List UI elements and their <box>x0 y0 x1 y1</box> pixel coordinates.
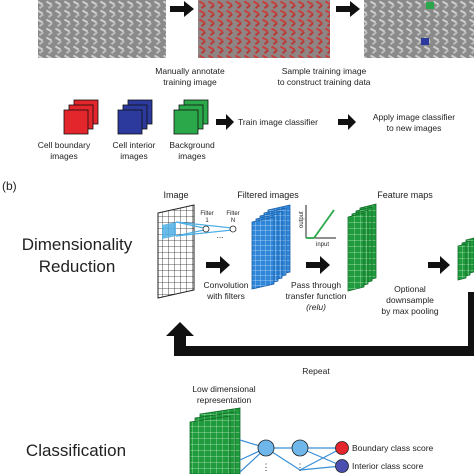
lowdim-stack <box>189 407 241 474</box>
input-image-grid <box>157 204 195 299</box>
filter-n-index: N <box>231 218 235 224</box>
boundary-score-label: Boundary class score <box>352 443 434 453</box>
receptive-field <box>162 222 176 239</box>
classification-title: Classification <box>26 441 126 460</box>
raw-microscopy-image <box>38 0 166 58</box>
label-background-1: Background <box>169 140 215 150</box>
label-cell-interior-2: images <box>120 151 147 161</box>
feature-maps-stack <box>347 203 377 292</box>
relu-output-label: output <box>299 211 305 228</box>
filter-n-label: Filter <box>226 211 239 217</box>
downsample-label-1: Optional <box>394 284 426 294</box>
image-label: Image <box>163 190 188 200</box>
network-connections <box>239 439 343 473</box>
caption-annotate-1: Manually annotate <box>155 66 225 76</box>
arrow-to-train <box>216 114 234 130</box>
relu-input-label: input <box>316 242 329 248</box>
transfer-label-2: transfer function <box>286 291 347 301</box>
arrow-to-sampled <box>336 1 360 17</box>
sampled-microscopy-image <box>364 0 474 58</box>
caption-annotate-2: training image <box>163 77 217 87</box>
hidden-node-1 <box>257 439 275 457</box>
filtered-images-stack <box>251 204 291 290</box>
downsample-label-2: downsample <box>386 295 434 305</box>
convolution-label-1: Convolution <box>204 280 249 290</box>
hidden-ellipsis-1: ⋮ <box>262 462 271 472</box>
downsample-label-3: by max pooling <box>381 306 438 316</box>
arrow-convolution <box>206 256 230 274</box>
filter-n-line-a <box>175 221 233 229</box>
step-apply-1: Apply image classifier <box>373 112 455 122</box>
interior-score-node <box>335 459 349 473</box>
sample-marker-green <box>426 2 434 9</box>
interior-score-label: Interior class score <box>352 461 424 471</box>
step-train-classifier: Train image classifier <box>238 117 318 127</box>
transfer-label-3: (relu) <box>306 302 326 312</box>
panel-b-label: (b) <box>2 179 17 193</box>
label-cell-boundary-2: images <box>50 151 77 161</box>
transfer-label-1: Pass through <box>291 280 341 290</box>
filter-n-line-b <box>175 229 233 237</box>
filtered-images-label: Filtered images <box>237 190 299 200</box>
feature-maps-label: Feature maps <box>377 190 433 200</box>
lowdim-label-2: representation <box>197 395 252 405</box>
filter-n-node <box>229 225 237 233</box>
label-cell-interior-1: Cell interior <box>113 140 156 150</box>
background-stack <box>173 99 209 135</box>
caption-sample-2: to construct training data <box>277 77 370 87</box>
boundary-score-node <box>335 441 349 455</box>
step-apply-2: to new images <box>387 123 442 133</box>
hidden-node-2 <box>291 439 309 457</box>
filter-1-index: 1 <box>205 218 209 224</box>
arrow-downsample <box>428 256 450 274</box>
sample-marker-blue <box>421 38 429 45</box>
lowdim-label-1: Low dimensional <box>192 384 255 394</box>
repeat-loop-arrow <box>166 292 474 356</box>
arrow-to-apply <box>338 114 356 130</box>
cell-interior-stack <box>117 99 153 135</box>
filter-1-label: Filter <box>200 211 213 217</box>
dimensionality-title-2: Reduction <box>39 257 116 276</box>
arrow-to-annotated <box>170 1 194 17</box>
label-cell-boundary-1: Cell boundary <box>38 140 91 150</box>
relu-plot <box>305 205 336 239</box>
filter-1-node <box>202 225 210 233</box>
caption-sample-1: Sample training image <box>282 66 367 76</box>
convolution-label-2: with filters <box>206 291 245 301</box>
hidden-ellipsis-2: ⋮ <box>296 462 305 472</box>
filter-ellipsis: ... <box>216 230 223 240</box>
repeat-label: Repeat <box>302 366 330 376</box>
cell-boundary-stack <box>63 99 99 135</box>
dimensionality-title-1: Dimensionality <box>22 235 133 254</box>
label-background-2: images <box>178 151 205 161</box>
pooled-maps-stack <box>457 237 474 281</box>
arrow-transfer <box>306 256 330 274</box>
annotated-microscopy-image <box>198 0 330 58</box>
